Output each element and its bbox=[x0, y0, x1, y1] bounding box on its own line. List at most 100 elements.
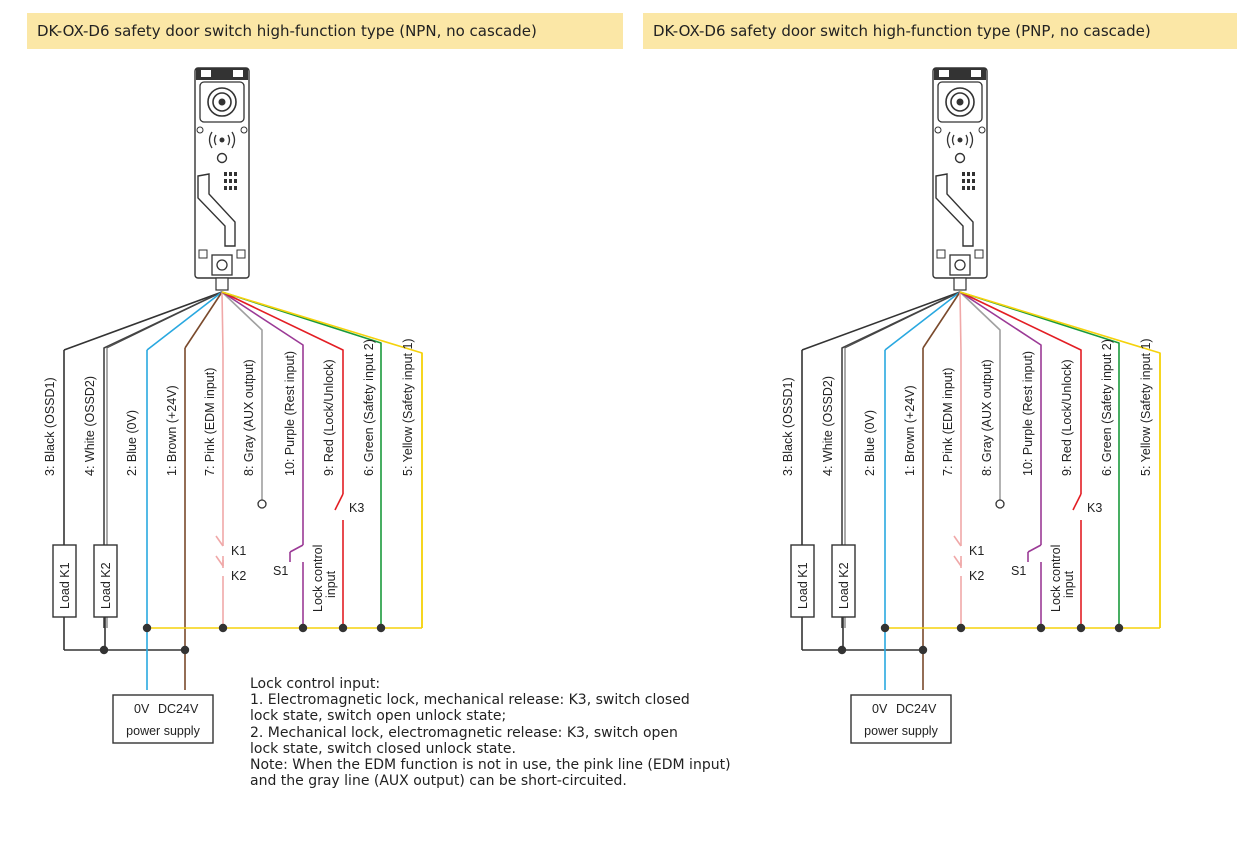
mount-tab bbox=[974, 249, 984, 259]
k1-contact-label: K1 bbox=[231, 544, 246, 558]
wire-label-brown: 1: Brown (+24V) bbox=[165, 385, 179, 476]
note-line-5: lock state, switch closed unlock state. bbox=[250, 740, 516, 757]
wire-pink bbox=[959, 291, 962, 540]
wire-label-gray: 8: Gray (AUX output) bbox=[242, 359, 256, 476]
wireless-icon bbox=[965, 134, 969, 146]
wire-gray bbox=[959, 291, 1001, 500]
led-indicator bbox=[967, 179, 970, 183]
actuator-slot bbox=[935, 173, 974, 247]
junction-dot bbox=[956, 623, 966, 633]
junction-dot bbox=[338, 623, 348, 633]
led-indicator bbox=[234, 172, 237, 176]
switch-k3 bbox=[1072, 493, 1082, 511]
mount-hole bbox=[954, 259, 966, 271]
junction-dot bbox=[918, 645, 928, 655]
led-indicator bbox=[962, 179, 965, 183]
edm-contact-k2 bbox=[953, 555, 962, 567]
lock-control-note: Lock control input: 1. Electromagnetic l… bbox=[250, 676, 850, 789]
load-k1-label: Load K1 bbox=[58, 562, 72, 609]
mount-tab bbox=[236, 249, 246, 259]
edm-contact-k1 bbox=[953, 535, 962, 547]
mount-hole bbox=[216, 259, 228, 271]
edm-contact-k2 bbox=[215, 555, 224, 567]
load-k2-label: Load K2 bbox=[837, 562, 851, 609]
power-dc24v-label: DC24V bbox=[896, 702, 937, 716]
led-indicator bbox=[224, 186, 227, 190]
led-indicator bbox=[229, 179, 232, 183]
cable-gland bbox=[215, 277, 229, 291]
wire-label-yellow: 5: Yellow (Safety input 1) bbox=[1139, 338, 1153, 476]
wire-label-white: 4: White (OSSD2) bbox=[83, 376, 97, 476]
junction-dot bbox=[180, 645, 190, 655]
title-banner-npn: DK-OX-D6 safety door switch high-functio… bbox=[27, 13, 623, 49]
power-0v-label: 0V bbox=[134, 702, 150, 716]
actuator-slot bbox=[197, 173, 236, 247]
wire-red bbox=[959, 291, 1082, 494]
junction-dot bbox=[1036, 623, 1046, 633]
wire-pink bbox=[221, 291, 224, 540]
lock-control-label-1: Lock control bbox=[311, 545, 325, 612]
wire-label-pink: 7: Pink (EDM input) bbox=[203, 368, 217, 476]
power-supply-box bbox=[112, 694, 214, 744]
led-indicator bbox=[967, 186, 970, 190]
wire-label-gray: 8: Gray (AUX output) bbox=[980, 359, 994, 476]
wire-label-red: 9: Red (Lock/Unlock) bbox=[322, 359, 336, 476]
junction-dot bbox=[99, 645, 109, 655]
mount-tab bbox=[936, 249, 946, 259]
wireless-icon bbox=[969, 131, 974, 149]
junction-dot bbox=[837, 645, 847, 655]
wire-brown bbox=[922, 291, 961, 349]
power-0v-label: 0V bbox=[872, 702, 888, 716]
switch-s1 bbox=[289, 544, 304, 553]
wire-label-blue: 2: Blue (0V) bbox=[863, 410, 877, 476]
switch-top-slot bbox=[939, 70, 949, 77]
wire-gray bbox=[221, 291, 263, 500]
led-indicator bbox=[962, 172, 965, 176]
edm-contact-k1 bbox=[215, 535, 224, 547]
lock-control-label-2: input bbox=[1062, 570, 1076, 598]
screw bbox=[978, 126, 986, 134]
note-line-1: Lock control input: bbox=[250, 676, 381, 692]
indicator-led bbox=[954, 152, 966, 164]
junction-dot bbox=[376, 623, 386, 633]
power-dc24v-label: DC24V bbox=[158, 702, 199, 716]
wireless-icon bbox=[227, 134, 231, 146]
wire-blue bbox=[146, 291, 223, 351]
load-k1-label: Load K1 bbox=[796, 562, 810, 609]
lock-control-label-2: input bbox=[324, 570, 338, 598]
wireless-icon bbox=[946, 131, 951, 149]
k1-contact-label: K1 bbox=[969, 544, 984, 558]
s1-label: S1 bbox=[1011, 564, 1026, 578]
led-indicator bbox=[234, 179, 237, 183]
wire-label-green: 6: Green (Safety input 2) bbox=[1100, 339, 1114, 476]
indicator-led bbox=[216, 152, 228, 164]
wire-purple bbox=[221, 291, 304, 545]
screw bbox=[240, 126, 248, 134]
switch-top-slot bbox=[201, 70, 211, 77]
led-indicator bbox=[224, 179, 227, 183]
note-line-2: 1. Electromagnetic lock, mechanical rele… bbox=[250, 692, 690, 709]
wire-label-green: 6: Green (Safety input 2) bbox=[362, 339, 376, 476]
junction-dot bbox=[218, 623, 228, 633]
cable-gland bbox=[953, 277, 967, 291]
led-indicator bbox=[234, 186, 237, 190]
mount-tab bbox=[198, 249, 208, 259]
wire-label-purple: 10: Purple (Rest input) bbox=[283, 351, 297, 476]
switch-k3 bbox=[334, 493, 344, 511]
wire-label-yellow: 5: Yellow (Safety input 1) bbox=[401, 338, 415, 476]
wireless-icon bbox=[208, 131, 213, 149]
wireless-icon bbox=[951, 134, 955, 146]
junction-dot bbox=[142, 623, 152, 633]
screw bbox=[934, 126, 942, 134]
switch-top-slot bbox=[971, 70, 981, 77]
wire-label-pink: 7: Pink (EDM input) bbox=[941, 368, 955, 476]
junction-dot bbox=[298, 623, 308, 633]
wire-black bbox=[63, 291, 223, 351]
led-indicator bbox=[972, 179, 975, 183]
wire-black bbox=[801, 291, 961, 351]
wire-label-brown: 1: Brown (+24V) bbox=[903, 385, 917, 476]
wire-label-white: 4: White (OSSD2) bbox=[821, 376, 835, 476]
k2-contact-label: K2 bbox=[231, 569, 246, 583]
k3-label: K3 bbox=[349, 501, 364, 515]
